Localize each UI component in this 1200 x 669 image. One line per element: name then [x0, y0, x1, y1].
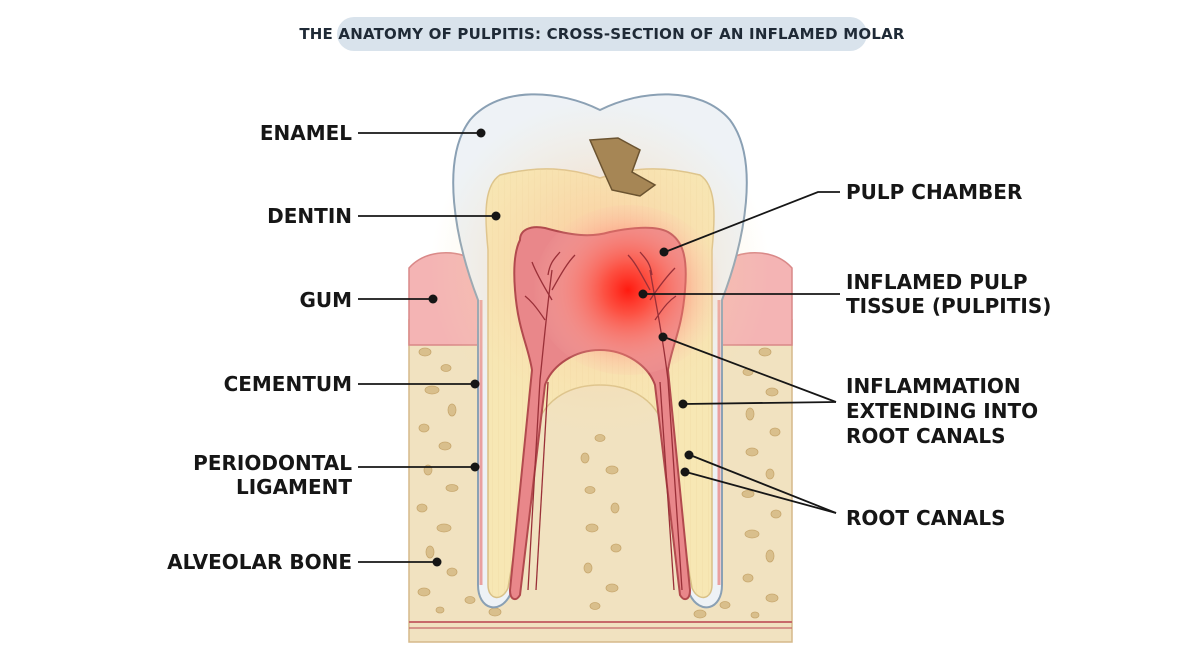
pulp-vessels: [524, 251, 683, 591]
label-extending-line3: ROOT CANALS: [846, 424, 1006, 448]
bone-trabeculae: [416, 347, 782, 619]
label-inflamed-line2: TISSUE (PULPITIS): [846, 294, 1051, 318]
left-leaders: [358, 128, 501, 567]
label-extending-line2: EXTENDING INTO: [846, 399, 1038, 423]
label-enamel: ENAMEL: [260, 121, 352, 145]
label-periodontal-line1: PERIODONTAL: [193, 451, 352, 475]
inflamed-pulp-tissue: [533, 205, 723, 375]
label-dentin: DENTIN: [267, 204, 352, 228]
label-pulp-chamber: PULP CHAMBER: [846, 180, 1022, 204]
label-periodontal-line2: LIGAMENT: [236, 475, 352, 499]
label-inflamed-line1: INFLAMED PULP: [846, 270, 1028, 294]
label-root-canals: ROOT CANALS: [846, 506, 1006, 530]
label-gum: GUM: [299, 288, 352, 312]
caries-lesion: [588, 137, 657, 197]
label-alveolar-bone: ALVEOLAR BONE: [167, 550, 352, 574]
page-title: THE ANATOMY OF PULPITIS: CROSS-SECTION O…: [299, 17, 904, 51]
label-extending-line1: INFLAMMATION: [846, 374, 1021, 398]
label-cementum: CEMENTUM: [224, 372, 352, 396]
right-leaders: [638, 191, 840, 514]
